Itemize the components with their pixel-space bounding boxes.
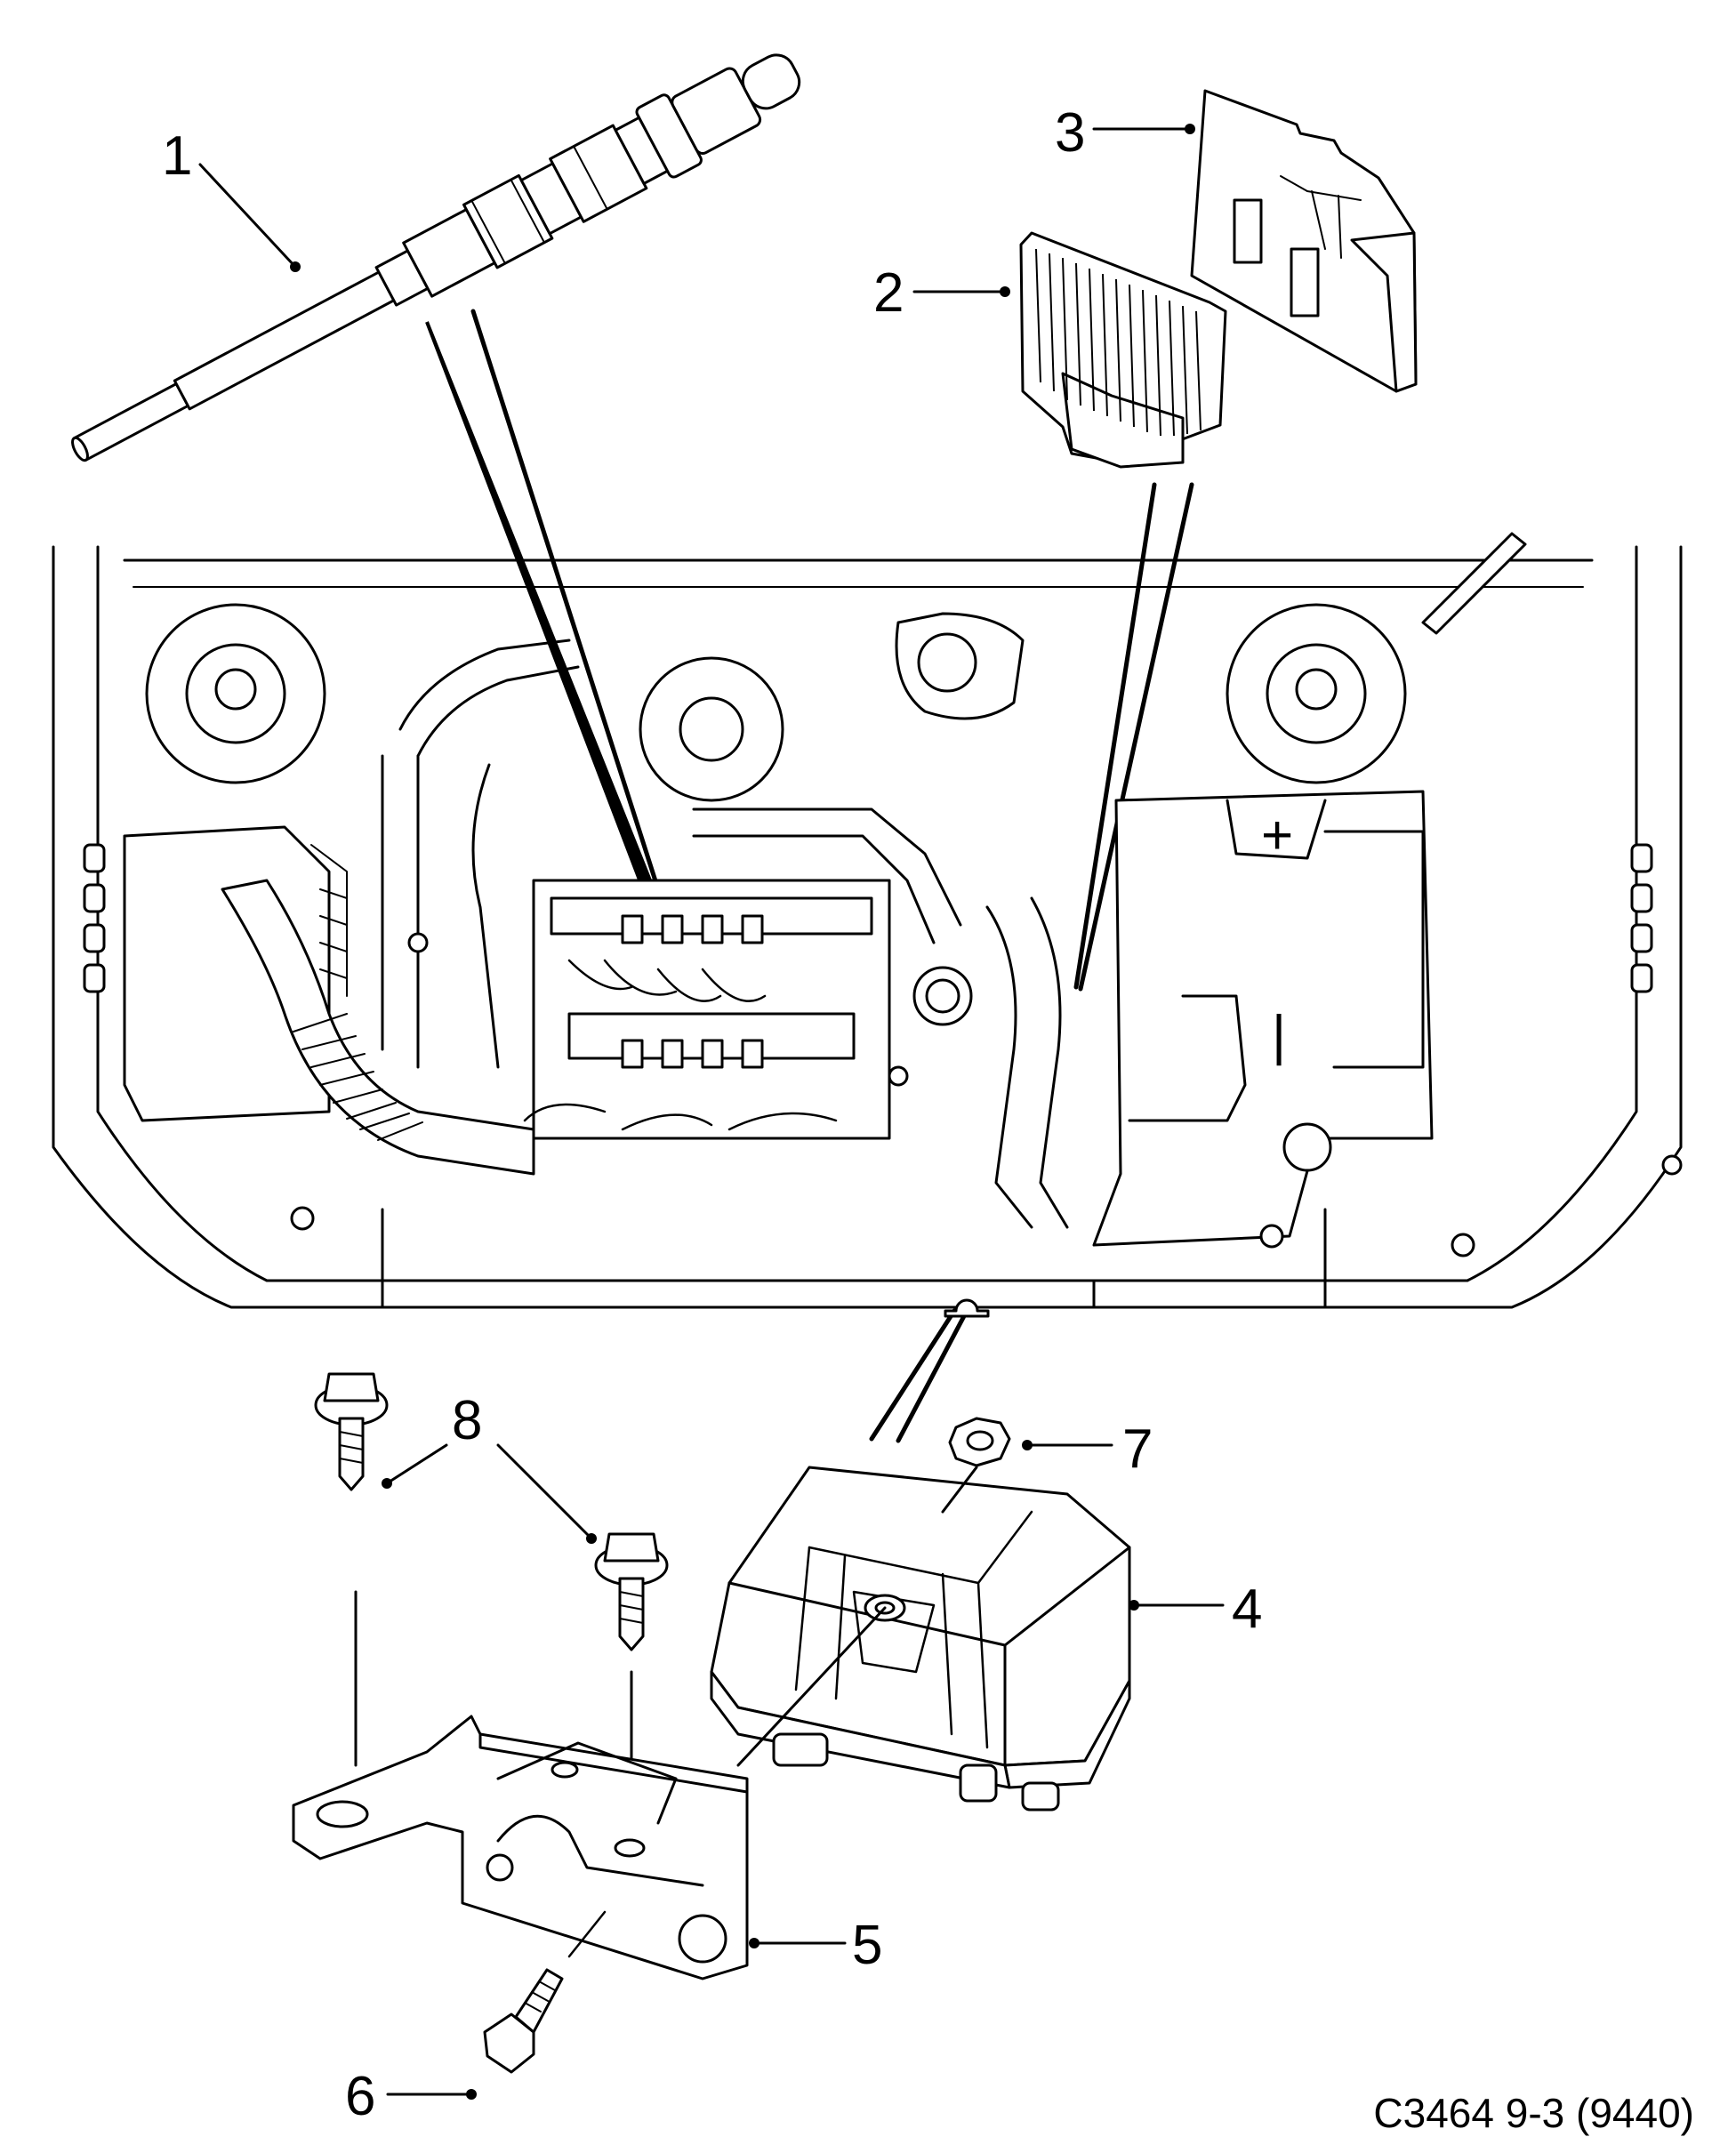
nut-icon — [941, 1417, 1011, 1514]
control-unit-icon — [1019, 231, 1227, 469]
relay-cover-icon — [710, 1466, 1131, 1812]
glow-plug-icon — [71, 53, 801, 462]
callout-5: 5 — [852, 1915, 882, 1976]
bolt-icon — [314, 1372, 669, 1834]
figure-code: C3464 9-3 (9440) — [1373, 2090, 1694, 2136]
callout-7: 7 — [1122, 1418, 1153, 1480]
svg-text:+: + — [1261, 805, 1293, 866]
leader-wedges — [425, 309, 1194, 1443]
bracket-icon — [292, 1715, 749, 1980]
leader-dots — [290, 124, 1195, 2100]
callout-2: 2 — [873, 262, 904, 324]
callout-4: 4 — [1232, 1579, 1262, 1640]
callout-1: 1 — [162, 125, 192, 187]
callout-8: 8 — [452, 1390, 482, 1451]
svg-text:|: | — [1272, 1005, 1286, 1066]
leader-lines — [198, 127, 1225, 2096]
engine-bay-icon: + | — [52, 532, 1683, 1318]
screw-icon — [483, 1968, 564, 2074]
callout-6: 6 — [345, 2066, 375, 2127]
circuit-board-icon — [1190, 89, 1418, 393]
callout-3: 3 — [1055, 102, 1085, 164]
